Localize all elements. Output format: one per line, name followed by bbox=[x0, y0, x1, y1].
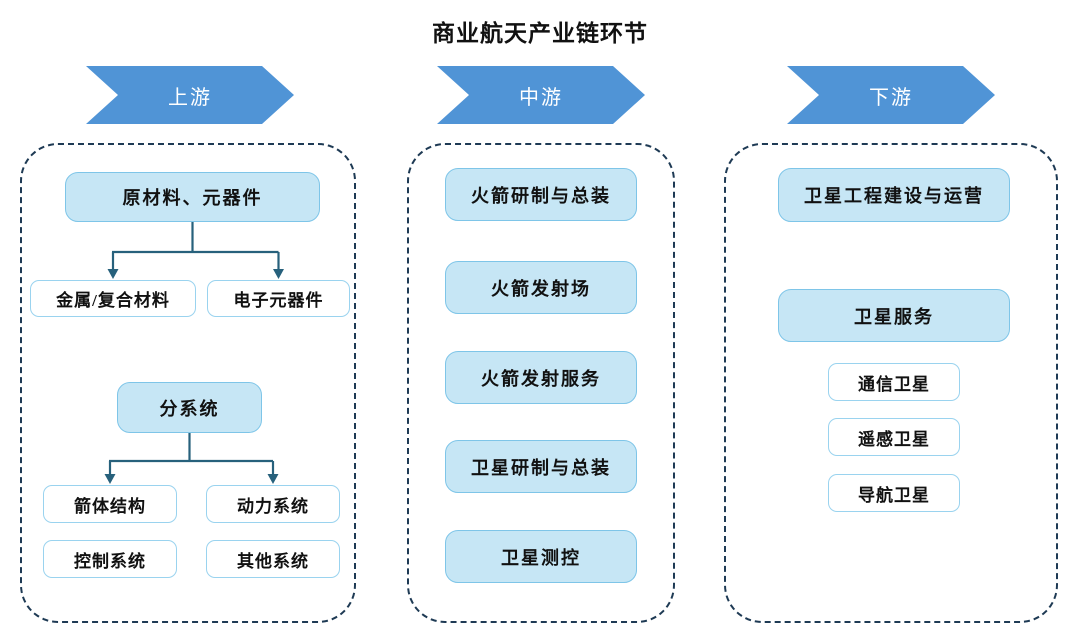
node-satellite-construction-operation: 卫星工程建设与运营 bbox=[778, 168, 1010, 222]
stage-arrow-downstream: 下游 bbox=[787, 66, 995, 124]
node-navigation-satellite: 导航卫星 bbox=[828, 474, 960, 512]
stage-arrow-midstream: 中游 bbox=[437, 66, 645, 124]
stage-arrow-upstream: 上游 bbox=[86, 66, 294, 124]
stage-arrow-midstream-label: 中游 bbox=[519, 86, 563, 109]
stage-arrow-upstream-label: 上游 bbox=[168, 86, 212, 109]
upstream-container bbox=[20, 143, 356, 623]
node-electronic-components: 电子元器件 bbox=[207, 280, 350, 317]
node-remote-sensing-satellite: 遥感卫星 bbox=[828, 418, 960, 456]
node-communication-satellite: 通信卫星 bbox=[828, 363, 960, 401]
node-launch-service: 火箭发射服务 bbox=[445, 351, 637, 404]
node-satellite-tracking-control: 卫星测控 bbox=[445, 530, 637, 583]
node-subsystem: 分系统 bbox=[117, 382, 262, 433]
node-launch-site: 火箭发射场 bbox=[445, 261, 637, 314]
node-rocket-body: 箭体结构 bbox=[43, 485, 177, 523]
node-power-system: 动力系统 bbox=[206, 485, 340, 523]
stage-arrow-downstream-label: 下游 bbox=[869, 86, 913, 109]
node-metal-composite: 金属/复合材料 bbox=[30, 280, 196, 317]
node-raw-materials: 原材料、元器件 bbox=[65, 172, 320, 222]
node-satellite-service: 卫星服务 bbox=[778, 289, 1010, 342]
node-control-system: 控制系统 bbox=[43, 540, 177, 578]
downstream-container bbox=[724, 143, 1058, 623]
node-rocket-development: 火箭研制与总装 bbox=[445, 168, 637, 221]
midstream-container bbox=[407, 143, 675, 623]
node-other-system: 其他系统 bbox=[206, 540, 340, 578]
page-title: 商业航天产业链环节 bbox=[432, 21, 648, 46]
node-satellite-development: 卫星研制与总装 bbox=[445, 440, 637, 493]
